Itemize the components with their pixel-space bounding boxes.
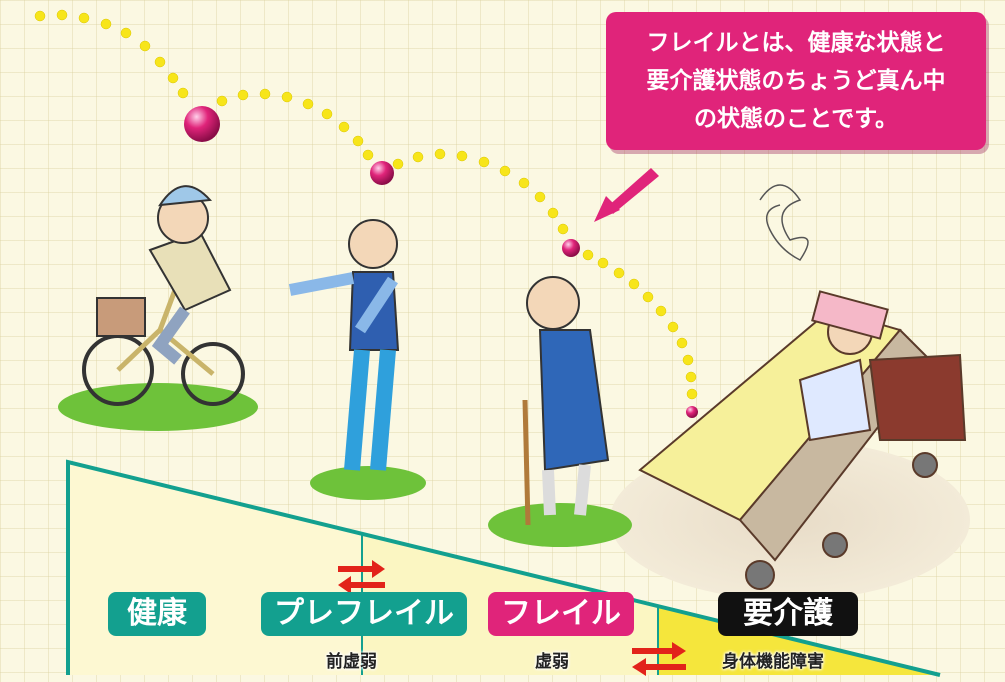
- slope-outline: [66, 459, 941, 677]
- ball-small: [562, 239, 580, 257]
- ball-large: [184, 106, 220, 142]
- callout-line-2: 要介護状態のちょうど真ん中: [646, 68, 946, 94]
- grass-cyclist: [58, 383, 258, 431]
- grass-standing: [310, 466, 426, 500]
- reversible-arrows-1: [338, 560, 385, 594]
- bedridden-figure: [638, 290, 967, 590]
- confusion-scribble: [759, 184, 809, 261]
- frail-figure: [522, 276, 610, 526]
- grass-cane: [488, 503, 632, 547]
- reversible-arrows-2: [632, 642, 686, 676]
- stage-prefrail-badge: プレフレイル: [261, 592, 467, 636]
- preframe-figure: [288, 219, 400, 471]
- callout-line-1: フレイルとは、健康な状態と: [646, 30, 946, 56]
- cyclist-figure: [82, 185, 245, 406]
- trajectory-dots: [34, 9, 698, 400]
- stage-healthy-badge: 健康: [108, 592, 206, 636]
- pointer-arrow: [594, 168, 659, 222]
- callout-line-3: の状態のことです。: [693, 106, 898, 132]
- stage-care-sublabel: 身体機能障害: [722, 652, 824, 672]
- stage-frail-badge: フレイル: [488, 592, 634, 636]
- stage-care-badge: 要介護: [718, 592, 858, 636]
- ball-tiny: [686, 406, 698, 418]
- stage-frail-sublabel: 虚弱: [535, 652, 569, 672]
- definition-callout: フレイルとは、健康な状態と 要介護状態のちょうど真ん中 の状態のことです。: [606, 12, 986, 150]
- ball-medium: [370, 161, 394, 185]
- stage-prefrail-sublabel: 前虚弱: [326, 652, 377, 672]
